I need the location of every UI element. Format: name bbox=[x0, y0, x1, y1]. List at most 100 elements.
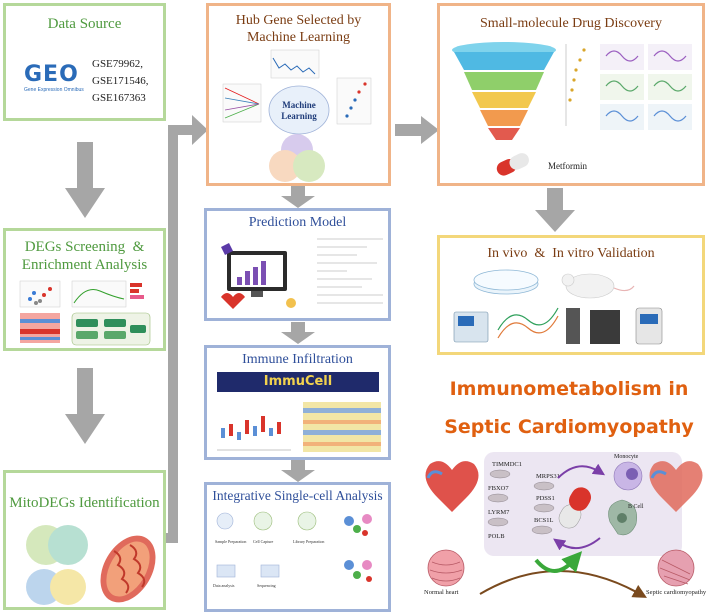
drug-name: Metformin bbox=[548, 161, 587, 171]
step-label: Library Preparation bbox=[293, 539, 324, 544]
single-cell-figure: Sample Preparation Cell Capture Library … bbox=[213, 511, 372, 588]
petri-dish-icon bbox=[473, 269, 539, 295]
docking-chart bbox=[565, 44, 586, 126]
degs-title-line2: Enrichment Analysis bbox=[21, 257, 148, 273]
cv-error-plot bbox=[270, 49, 320, 79]
capsule-icon bbox=[558, 487, 591, 529]
step-label: Cell Capture bbox=[253, 539, 274, 544]
workflow-step: Data analysis bbox=[213, 564, 236, 588]
hub-gene-panel: Hub Gene Selected by Machine Learning Ma… bbox=[206, 3, 391, 186]
single-cell-title: Integrative Single-cell Analysis bbox=[212, 488, 383, 503]
validation-title: In vivo & In vitro Validation bbox=[487, 246, 655, 261]
dataset-list: GSE79962, GSE171546, GSE167363 bbox=[92, 56, 149, 107]
lab-equipment bbox=[453, 307, 663, 345]
mouse-icon bbox=[561, 273, 635, 299]
workflow-step: Library Preparation bbox=[293, 511, 324, 544]
drug-discovery-figure: Metformin bbox=[452, 42, 692, 176]
main-title-line2: Septic Cardiomyopathy bbox=[444, 416, 694, 438]
venn-diagram-top bbox=[26, 525, 88, 565]
volcano-plot bbox=[19, 280, 61, 308]
septic-heart-label: Septic cardiomyopathy bbox=[646, 589, 707, 596]
capsule-icon bbox=[496, 153, 529, 176]
prediction-figure bbox=[221, 238, 383, 309]
immune-heatmap bbox=[303, 402, 381, 452]
normal-heart-icon: Normal heart bbox=[424, 461, 479, 596]
mitodegs-title: MitoDEGs Identification bbox=[9, 495, 160, 511]
gene-labels: TIMMDC1 MRPS31 FBXO7 PDSS1 LYRM7 BCS1L P… bbox=[488, 461, 560, 540]
cycle-arrow bbox=[553, 537, 601, 551]
normal-heart-label: Normal heart bbox=[424, 589, 459, 596]
mitodegs-figure bbox=[26, 525, 156, 605]
geo-logo-text: GEO bbox=[24, 62, 79, 87]
kegg-diagram bbox=[71, 312, 151, 346]
immune-infiltration-panel: Immune Infiltration ImmuCell bbox=[204, 345, 391, 460]
immune-infiltration-title: Immune Infiltration bbox=[242, 352, 353, 367]
heatmap bbox=[20, 313, 60, 343]
immucell-banner: ImmuCell bbox=[217, 372, 379, 392]
immune-figure bbox=[217, 402, 381, 452]
arrow-down-3 bbox=[281, 186, 315, 208]
ml-label-line1: Machine bbox=[282, 100, 316, 110]
gene-label: FBXO7 bbox=[488, 485, 509, 492]
mitodegs-panel: MitoDEGs Identification bbox=[3, 470, 166, 610]
mechanism-figure: TIMMDC1 MRPS31 FBXO7 PDSS1 LYRM7 BCS1L P… bbox=[424, 454, 707, 598]
hub-venn-diagram bbox=[269, 134, 325, 182]
gene-label: BCS1L bbox=[534, 517, 554, 524]
geo-logo: GEO Gene Expression Omnibus bbox=[24, 62, 86, 93]
monocyte-label: Monocyte bbox=[614, 454, 639, 460]
gsea-plot bbox=[71, 280, 127, 308]
step-label: Data analysis bbox=[213, 583, 235, 588]
geo-logo-subtitle: Gene Expression Omnibus bbox=[24, 87, 84, 93]
computer-icon bbox=[221, 243, 296, 309]
immucell-banner-text: ImmuCell bbox=[263, 374, 333, 389]
workflow-step: Sample Preparation bbox=[215, 512, 246, 544]
venn-diagram-bottom bbox=[26, 569, 86, 605]
degs-figure bbox=[19, 280, 151, 346]
lasso-plot bbox=[222, 83, 262, 123]
arrow-down-5 bbox=[281, 460, 315, 482]
cycle-arrow bbox=[557, 463, 606, 479]
data-source-panel: Data Source GEO Gene Expression Omnibus … bbox=[3, 3, 166, 121]
umap-plots bbox=[344, 514, 372, 582]
hub-gene-figure: Machine Learning bbox=[222, 49, 372, 182]
arrow-down-1 bbox=[65, 142, 105, 218]
arrow-right bbox=[395, 116, 439, 144]
monocyte-icon: Monocyte bbox=[613, 454, 643, 491]
prediction-model-title: Prediction Model bbox=[248, 215, 347, 230]
gene-label: PDSS1 bbox=[536, 495, 555, 502]
connector-arrow bbox=[166, 115, 208, 543]
nomogram bbox=[317, 238, 383, 304]
mito-organelles bbox=[487, 469, 555, 535]
bcell-icon: B Cell bbox=[608, 499, 644, 536]
arrow-down-4 bbox=[281, 322, 315, 344]
molecular-docking-images bbox=[600, 44, 692, 130]
hub-gene-title-line2: Machine Learning bbox=[246, 30, 350, 45]
enrichment-bar bbox=[130, 283, 144, 299]
workflow-step: Cell Capture bbox=[253, 511, 274, 544]
gene-label: TIMMDC1 bbox=[492, 461, 522, 468]
single-cell-panel: Integrative Single-cell Analysis Sample … bbox=[204, 482, 391, 612]
step-label: Sample Preparation bbox=[215, 539, 246, 544]
recovery-arrow bbox=[534, 551, 583, 573]
main-title-line1: Immunometabolism in bbox=[449, 378, 689, 400]
step-label: Sequencing bbox=[257, 583, 276, 588]
importance-plot bbox=[336, 77, 372, 125]
degs-panel: DEGs Screening & Enrichment Analysis bbox=[3, 228, 166, 351]
hub-gene-title-line1: Hub Gene Selected by bbox=[235, 13, 362, 28]
screening-funnel bbox=[452, 42, 556, 140]
drug-discovery-panel: Small-molecule Drug Discovery bbox=[437, 3, 705, 186]
gene-label: LYRM7 bbox=[488, 509, 510, 516]
data-source-title: Data Source bbox=[47, 16, 122, 32]
arrow-down-6 bbox=[535, 188, 575, 232]
septic-heart-icon: Septic cardiomyopathy bbox=[646, 461, 707, 596]
gene-label: POLB bbox=[488, 533, 505, 540]
boxplot bbox=[217, 416, 291, 451]
bcell-label: B Cell bbox=[628, 504, 644, 510]
mitochondrion-icon bbox=[100, 535, 156, 603]
prediction-model-panel: Prediction Model bbox=[204, 208, 391, 321]
progression-arrow bbox=[479, 570, 647, 598]
validation-figure bbox=[453, 269, 663, 345]
degs-title-line1: DEGs Screening & bbox=[24, 239, 145, 255]
drug-discovery-title: Small-molecule Drug Discovery bbox=[480, 16, 662, 31]
validation-panel: In vivo & In vitro Validation bbox=[437, 235, 705, 355]
